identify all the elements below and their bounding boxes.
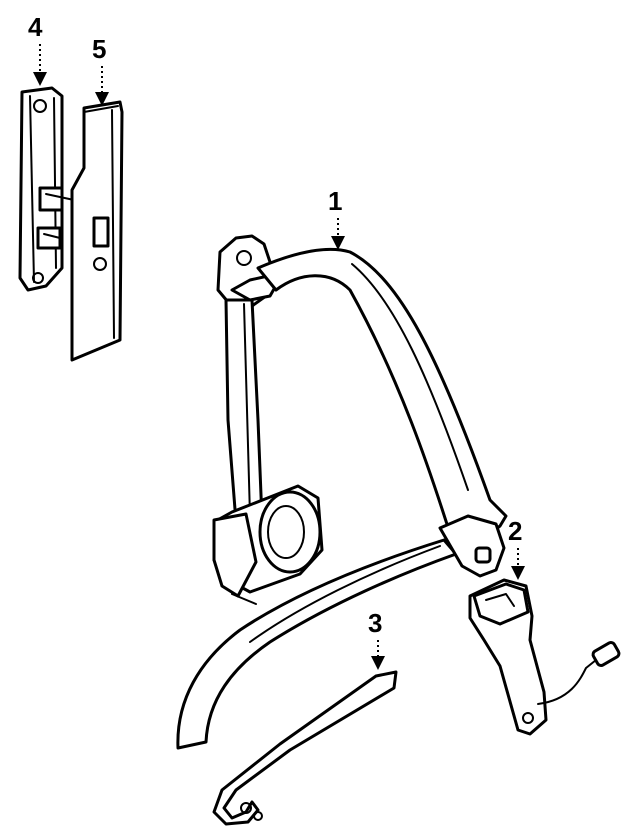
callout-4-label: 4 bbox=[28, 12, 43, 42]
callout-3-arrowhead bbox=[371, 656, 385, 670]
callout-5: 5 bbox=[92, 34, 109, 106]
callout-5-arrowhead bbox=[95, 92, 109, 106]
callout-2: 2 bbox=[508, 516, 525, 580]
seat-belt-assembly-part[interactable] bbox=[176, 234, 508, 750]
callout-2-label: 2 bbox=[508, 516, 522, 546]
wire-harness-part[interactable] bbox=[212, 670, 398, 826]
callout-1-arrowhead bbox=[331, 236, 345, 250]
callout-2-arrowhead bbox=[511, 566, 525, 580]
pillar-trim-part[interactable] bbox=[70, 100, 124, 362]
callout-1: 1 bbox=[328, 186, 345, 250]
callout-3-label: 3 bbox=[368, 608, 382, 638]
callout-3: 3 bbox=[368, 608, 385, 670]
callout-4: 4 bbox=[28, 12, 47, 86]
callout-5-label: 5 bbox=[92, 34, 106, 64]
buckle-part[interactable] bbox=[468, 578, 621, 736]
callout-4-arrowhead bbox=[33, 72, 47, 86]
callout-1-label: 1 bbox=[328, 186, 342, 216]
height-adjuster-part[interactable] bbox=[18, 86, 75, 292]
